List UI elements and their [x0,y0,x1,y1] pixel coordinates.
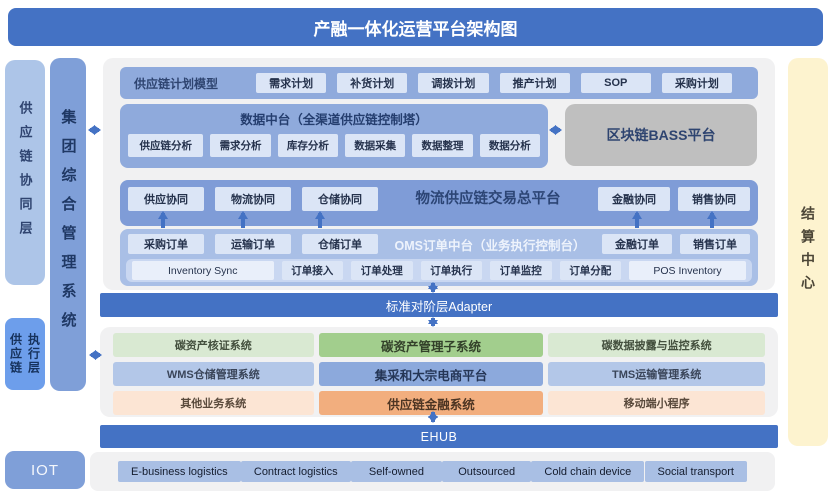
up-arrow-icon [157,211,168,228]
oms-chip: 采购订单 [128,234,204,254]
data-chip: 数据分析 [479,134,540,157]
data-platform-title: 数据中台（全渠道供应链控制塔） [240,112,428,127]
process-chip: POS Inventory [629,261,746,280]
data-platform-container: 数据中台（全渠道供应链控制塔） 供应链分析 需求分析 库存分析 数据采集 数据整… [120,104,548,168]
trade-platform-title: 物流供应链交易总平台 [415,191,561,207]
system-box-highlight: 集采和大宗电商平台 [318,362,544,386]
process-chip: 订单接入 [281,261,344,280]
adapter-label: 标准对阶层Adapter [385,299,493,314]
systems-row-carbon: 碳资产核证系统 碳资产管理子系统 碳数据披露与监控系统 [113,333,765,357]
blockchain-bass-label: 区块链BASS平台 [606,127,716,143]
oms-chip: 运输订单 [215,234,291,254]
systems-row-logistics: WMS仓储管理系统 集采和大宗电商平台 TMS运输管理系统 [113,362,765,386]
oms-title: OMS订单中台（业务执行控制台） [394,238,586,253]
trade-chip: 仓储协同 [302,187,378,211]
systems-grid: 碳资产核证系统 碳资产管理子系统 碳数据披露与监控系统 WMS仓储管理系统 集采… [113,333,765,415]
iot-chip: Outsourced [442,461,532,482]
oms-process-strip: Inventory Sync 订单接入 订单处理 订单执行 订单监控 订单分配 … [126,259,752,282]
layer-collaboration-label: 供应链协同层 [17,100,33,245]
system-box: 碳数据披露与监控系统 [548,333,765,357]
left-right-arrow-icon [89,349,102,360]
iot-chip: E-business logistics [118,461,241,482]
plan-chip-row: 需求计划 补货计划 调拨计划 推产计划 SOP 采购计划 [256,73,733,93]
trade-chip: 金融协同 [598,187,670,211]
process-chip: 订单监控 [490,261,552,280]
up-down-arrow-icon [427,282,438,293]
page-title: 产融一体化运营平台架构图 [313,19,518,39]
up-down-arrow-icon [427,411,438,423]
data-chip: 供应链分析 [128,134,204,157]
trade-chip: 供应协同 [128,187,204,211]
trade-left-chips: 供应协同 物流协同 仓储协同 [128,187,378,211]
data-chip: 数据采集 [345,134,406,157]
iot-label: IOT [31,461,59,479]
plan-chip: 需求计划 [256,73,327,93]
adapter-bar: 标准对阶层Adapter [100,293,778,317]
up-arrow-icon [237,211,248,228]
plan-chip: 推产计划 [499,73,570,93]
blockchain-bass-box: 区块链BASS平台 [565,104,757,166]
group-management-system-label: 集团综合管理系统 [59,108,77,341]
plan-chip: 采购计划 [661,73,733,93]
up-arrow-icon [631,211,642,228]
oms-order-row: 采购订单 运输订单 仓储订单 OMS订单中台（业务执行控制台） 金融订单 销售订… [120,229,758,254]
plan-chip: 补货计划 [337,73,408,93]
settlement-center-label: 结算中心 [800,206,816,298]
plan-chip: SOP [580,73,651,93]
up-arrow-icon [314,211,325,228]
left-right-arrow-icon [88,124,101,135]
plan-model-label: 供应链计划模型 [134,76,219,91]
up-down-arrow-icon [427,317,438,327]
system-box: WMS仓储管理系统 [113,362,314,386]
system-box-highlight: 碳资产管理子系统 [318,333,544,357]
trade-chip: 销售协同 [678,187,750,211]
diagram-title-banner: 产融一体化运营平台架构图 [8,8,823,46]
layer-collaboration-bar: 供应链协同层 [5,60,45,285]
system-box: 其他业务系统 [113,391,314,415]
layer-execution-box: 供应链 执行层 [5,318,45,390]
trade-platform-container: 供应协同 物流协同 仓储协同 物流供应链交易总平台 金融协同 销售协同 [120,180,758,226]
plan-model-container: 供应链计划模型 需求计划 补货计划 调拨计划 推产计划 SOP 采购计划 [120,67,758,99]
layer-execution-label-col2: 执行层 [26,333,41,375]
oms-chip: 金融订单 [602,234,672,254]
left-right-arrow-icon [549,124,562,135]
trade-right-chips: 金融协同 销售协同 [598,187,750,211]
process-chip: 订单处理 [351,261,413,280]
system-box: 碳资产核证系统 [113,333,314,357]
systems-row-business: 其他业务系统 供应链金融系统 移动端小程序 [113,391,765,415]
data-chip: 需求分析 [210,134,271,157]
oms-chip: 仓储订单 [302,234,378,254]
ehub-bar: EHUB [100,425,778,448]
system-box: 移动端小程序 [548,391,765,415]
oms-container: 采购订单 运输订单 仓储订单 OMS订单中台（业务执行控制台） 金融订单 销售订… [120,229,758,286]
iot-box: IOT [5,451,85,489]
system-box: TMS运输管理系统 [548,362,765,386]
oms-chip: 销售订单 [680,234,750,254]
process-chip: Inventory Sync [132,261,274,280]
ehub-label: EHUB [420,429,458,444]
iot-chip: Cold chain device [531,461,645,482]
group-management-system-bar: 集团综合管理系统 [50,58,86,391]
iot-chip-row: E-business logistics Contract logistics … [90,452,775,491]
layer-execution-label-col1: 供应链 [8,333,23,375]
data-chip: 数据整理 [412,134,473,157]
process-chip: 订单执行 [420,261,483,280]
iot-chip: Social transport [644,461,747,482]
iot-chip: Self-owned [350,461,442,482]
plan-chip: 调拨计划 [418,73,489,93]
data-chip: 库存分析 [277,134,339,157]
data-chip-row: 供应链分析 需求分析 库存分析 数据采集 数据整理 数据分析 [120,132,548,157]
iot-chip: Contract logistics [240,461,351,482]
trade-chip: 物流协同 [215,187,291,211]
process-chip: 订单分配 [559,261,622,280]
oms-left-chips: 采购订单 运输订单 仓储订单 [128,234,378,254]
up-arrow-icon [706,211,717,228]
settlement-center-bar: 结算中心 [788,58,828,446]
oms-right-chips: 金融订单 销售订单 [602,234,750,254]
